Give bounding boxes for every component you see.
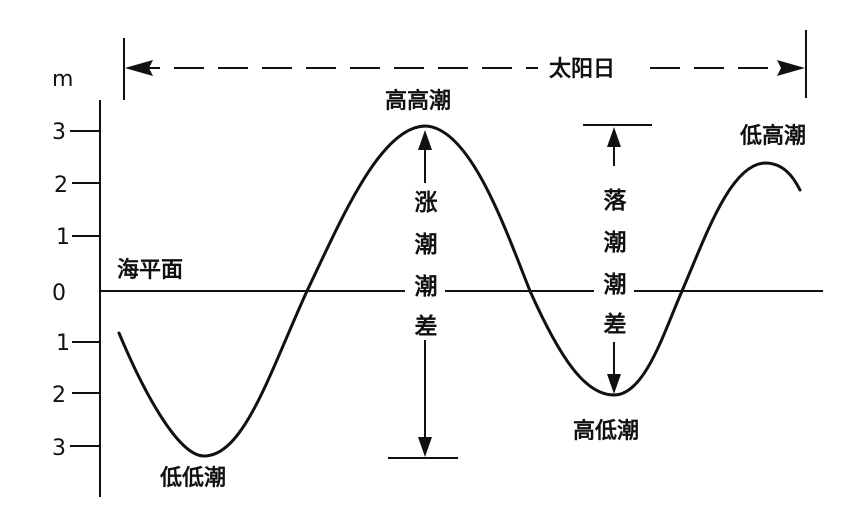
flood-range-arrow-up-head (418, 130, 432, 150)
flood-range: 涨 潮 潮 差 (388, 130, 458, 459)
lower-high-water-label: 低高潮 (739, 123, 806, 149)
y-tick-label: 1 (56, 225, 70, 250)
ebb-range-char: 潮 (604, 230, 627, 256)
lunar-day-arrow-left (125, 60, 153, 76)
flood-range-char: 潮 (415, 274, 438, 300)
higher-high-water-label: 高高潮 (385, 88, 451, 114)
ebb-range-arrow-down-head (607, 374, 621, 394)
y-tick-label: 3 (52, 436, 66, 461)
lunar-day-arrow-right (777, 60, 805, 76)
flood-range-char: 差 (415, 313, 438, 340)
ebb-range-char: 落 (604, 188, 628, 214)
y-ticks (70, 130, 100, 447)
lunar-day-label: 太阳日 (549, 57, 615, 82)
lower-low-water-label: 低低潮 (159, 466, 226, 491)
tide-curve (117, 124, 802, 458)
y-tick-label: 2 (52, 383, 66, 408)
y-tick-label: 1 (56, 331, 70, 356)
y-tick-label: 2 (54, 173, 68, 198)
y-tick-label: 0 (52, 281, 66, 306)
y-tick-labels: 3 2 1 0 1 2 3 (52, 120, 70, 461)
y-unit-label: m (52, 67, 73, 92)
sea-level-label: 海平面 (117, 257, 183, 283)
y-tick-label: 3 (52, 120, 66, 145)
ebb-range-char: 潮 (604, 272, 627, 298)
flood-range-arrow-down-head (418, 437, 432, 457)
ebb-range: 落 潮 潮 差 (583, 124, 652, 394)
flood-range-char: 涨 (415, 190, 438, 216)
higher-low-water-label: 高低潮 (573, 418, 639, 444)
flood-range-char: 潮 (415, 232, 438, 258)
ebb-range-arrow-up-head (607, 127, 621, 147)
ebb-range-char: 差 (604, 311, 627, 338)
